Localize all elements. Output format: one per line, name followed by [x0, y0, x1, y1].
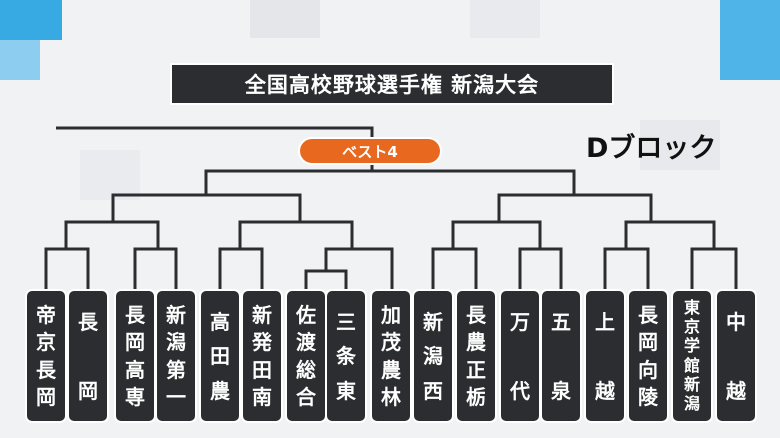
team-box: 五 泉: [542, 291, 580, 421]
team-box: 三条東: [327, 291, 365, 421]
team-name: 帝京長岡: [36, 302, 56, 410]
team-name: 新発田南: [252, 302, 272, 410]
team-box: 新発田南: [243, 291, 281, 421]
team-name: 上 越: [595, 309, 615, 403]
team-name: 中 越: [726, 309, 746, 403]
team-box: 東京学館新潟: [673, 291, 711, 421]
team-box: 長岡高専: [116, 291, 154, 421]
team-box: 加茂農林: [372, 291, 410, 421]
team-name: 五 泉: [551, 309, 571, 403]
team-name: 東京学館新潟: [683, 298, 700, 413]
team-box: 帝京長岡: [27, 291, 65, 421]
corner-decoration: [720, 0, 780, 80]
team-box: 長 岡: [69, 291, 107, 421]
team-name: 万 代: [510, 309, 530, 403]
team-box: 高田農: [201, 291, 239, 421]
team-name: 高田農: [210, 309, 230, 403]
tournament-title: 全国高校野球選手権 新潟大会: [172, 65, 612, 103]
team-name: 新潟西: [423, 309, 443, 403]
team-box: 佐渡総合: [287, 291, 325, 421]
corner-decoration: [0, 0, 62, 40]
team-name: 新潟第一: [166, 302, 186, 410]
bg-tile: [250, 0, 320, 38]
bg-tile: [80, 150, 140, 200]
team-box: 長岡向陵: [629, 291, 667, 421]
team-name: 長岡高専: [125, 302, 145, 410]
corner-decoration: [0, 40, 40, 80]
team-box: 上 越: [586, 291, 624, 421]
team-name: 加茂農林: [381, 302, 401, 410]
bg-tile: [640, 120, 720, 170]
team-name: 佐渡総合: [296, 302, 316, 410]
team-name: 三条東: [336, 309, 356, 403]
team-box: 新潟西: [414, 291, 452, 421]
team-box: 新潟第一: [157, 291, 195, 421]
team-box: 中 越: [717, 291, 755, 421]
team-box: 万 代: [501, 291, 539, 421]
team-box: 長農正栃: [457, 291, 495, 421]
best4-badge: ベスト4: [300, 139, 440, 163]
team-name: 長 岡: [78, 309, 98, 403]
team-name: 長岡向陵: [638, 302, 658, 410]
block-label: Dブロック: [586, 133, 717, 164]
team-name: 長農正栃: [466, 302, 486, 410]
bg-tile: [470, 0, 540, 38]
